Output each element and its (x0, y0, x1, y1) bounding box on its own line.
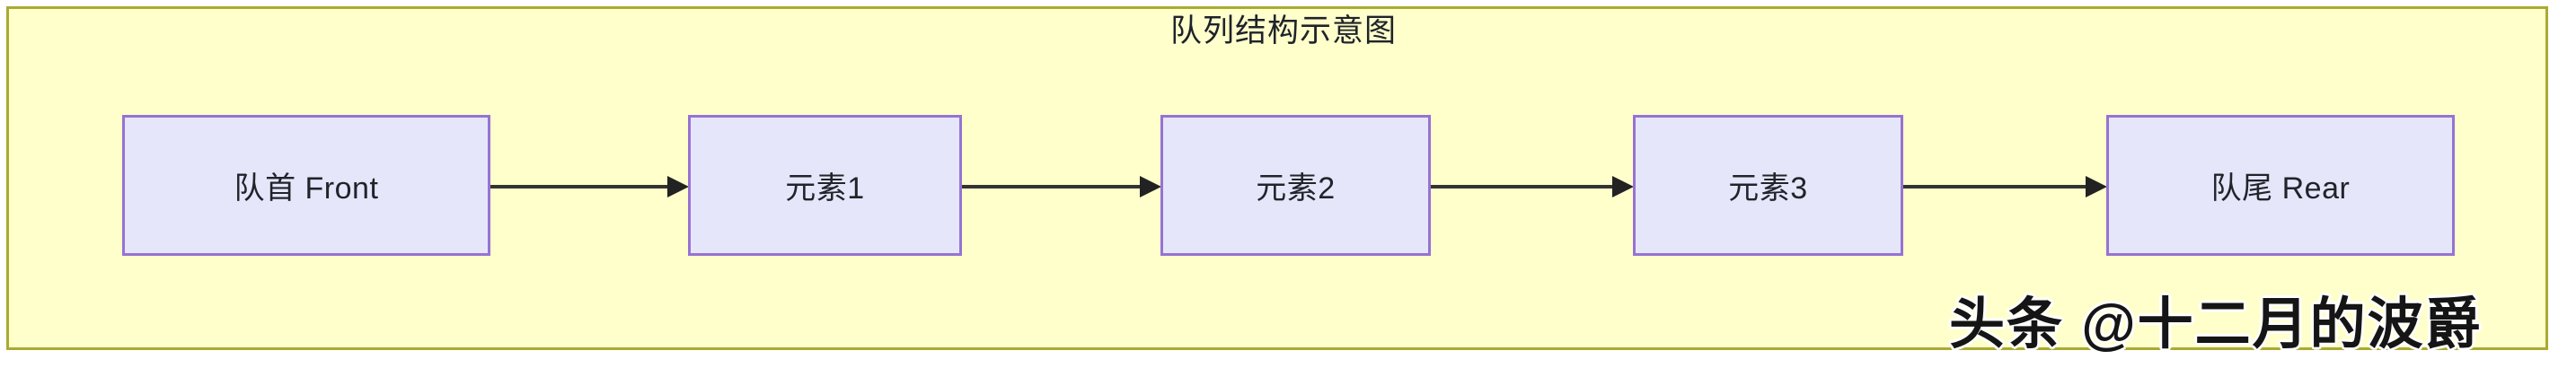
queue-connector-3 (1903, 176, 2107, 197)
queue-node-label: 元素2 (1256, 171, 1336, 206)
queue-node-element-2: 元素2 (1160, 115, 1431, 256)
queue-node-label: 元素1 (785, 171, 865, 206)
arrow-right-icon (2086, 176, 2107, 197)
arrow-right-icon (1612, 176, 1634, 197)
queue-node-label: 队尾 Rear (2210, 171, 2351, 206)
arrow-right-icon (667, 176, 689, 197)
arrow-shaft (1431, 185, 1613, 188)
queue-node-label: 元素3 (1728, 171, 1808, 206)
queue-node-rear: 队尾 Rear (2106, 115, 2455, 256)
arrow-shaft (490, 185, 668, 188)
queue-node-front: 队首 Front (122, 115, 490, 256)
arrow-shaft (1903, 185, 2086, 188)
queue-node-element-1: 元素1 (688, 115, 962, 256)
diagram-title: 队列结构示意图 (0, 13, 2576, 50)
queue-connector-2 (1431, 176, 1634, 197)
queue-node-label: 队首 Front (234, 171, 379, 206)
arrow-shaft (962, 185, 1141, 188)
diagram-title-text: 队列结构示意图 (1169, 13, 1397, 48)
arrow-right-icon (1140, 176, 1161, 197)
queue-connector-0 (490, 176, 689, 197)
queue-node-element-3: 元素3 (1633, 115, 1903, 256)
watermark-text: 头条 @十二月的波爵 (1949, 294, 2483, 355)
queue-connector-1 (962, 176, 1161, 197)
